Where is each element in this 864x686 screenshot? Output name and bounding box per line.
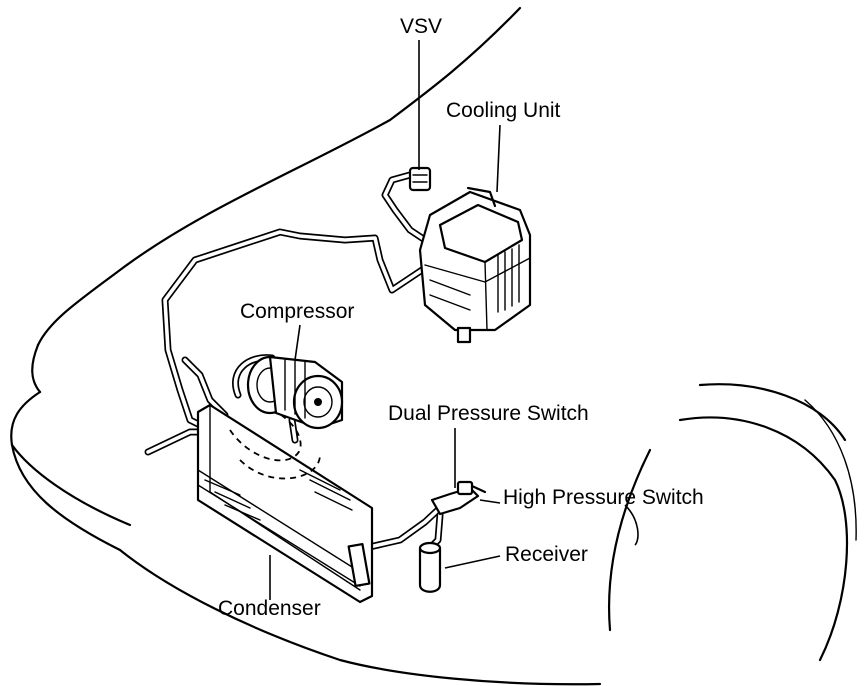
label-compressor: Compressor: [240, 300, 354, 323]
label-vsv: VSV: [400, 15, 442, 38]
cooling-unit-illustration: [418, 186, 532, 344]
compressor-illustration: [246, 355, 344, 430]
label-receiver: Receiver: [505, 543, 588, 566]
vehicle-body-outline: [10, 6, 857, 686]
condenser-illustration: [196, 403, 374, 604]
label-dual-pressure-switch: Dual Pressure Switch: [388, 402, 589, 425]
receiver-illustration: [418, 541, 442, 593]
pressure-switch-illustration: [430, 480, 487, 516]
vsv-illustration: [408, 166, 432, 192]
label-cooling-unit: Cooling Unit: [446, 99, 561, 122]
label-high-pressure-switch: High Pressure Switch: [503, 486, 704, 509]
leader-lines: [269, 40, 639, 600]
label-condenser: Condenser: [218, 597, 321, 620]
